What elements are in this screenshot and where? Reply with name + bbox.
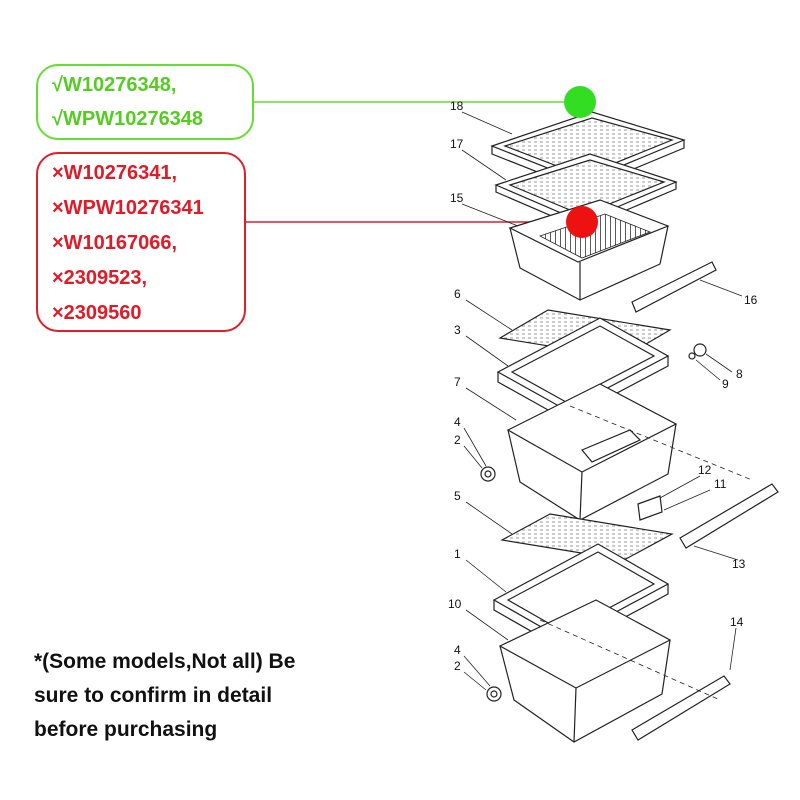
callout-14: 14 bbox=[730, 615, 744, 629]
incompatible-indicator-dot bbox=[566, 206, 598, 238]
part-4-2-knob-upper bbox=[480, 466, 496, 482]
callout-10: 10 bbox=[448, 597, 462, 611]
compatible-part-2: √WPW10276348 bbox=[52, 108, 204, 130]
part-14-rail bbox=[631, 675, 731, 741]
callout-12: 12 bbox=[698, 463, 712, 477]
incompatible-part-2: ×WPW10276341 bbox=[52, 197, 204, 219]
part-18-cover bbox=[490, 111, 686, 191]
incompatible-parts-box bbox=[36, 152, 246, 332]
callout-8: 8 bbox=[736, 367, 743, 381]
purchase-note: *(Some models,Not all) Be sure to confir… bbox=[34, 645, 364, 747]
part-4-2-knob-lower bbox=[486, 686, 502, 702]
part-3-frame bbox=[496, 317, 670, 421]
part-11-12-clip bbox=[637, 495, 663, 521]
leader-lines bbox=[461, 111, 743, 691]
compatible-part-1: √W10276348, bbox=[52, 74, 177, 96]
part-10-drawer bbox=[498, 599, 672, 743]
callout-3: 3 bbox=[454, 323, 461, 337]
incompatible-part-4: ×2309523, bbox=[52, 267, 148, 289]
callout-2: 2 bbox=[454, 433, 461, 447]
callout-4: 4 bbox=[454, 415, 461, 429]
note-line-1: *(Some models,Not all) Be bbox=[34, 650, 296, 673]
callout-18: 18 bbox=[450, 99, 464, 113]
callout-7: 7 bbox=[454, 375, 461, 389]
incompatible-part-1: ×W10276341, bbox=[52, 162, 178, 184]
part-8-9-screw bbox=[688, 343, 707, 360]
callout-16: 16 bbox=[744, 293, 758, 307]
callout-15: 15 bbox=[450, 191, 464, 205]
callout-5: 5 bbox=[454, 489, 461, 503]
note-line-3: before purchasing bbox=[34, 718, 218, 741]
compatible-indicator-dot bbox=[564, 86, 596, 118]
callout-6: 6 bbox=[454, 287, 461, 301]
callout-2-lower: 2 bbox=[454, 659, 461, 673]
alignment-lines bbox=[539, 405, 753, 701]
part-16-rail bbox=[631, 261, 717, 313]
callout-1: 1 bbox=[454, 547, 461, 561]
incompatible-part-5: ×2309560 bbox=[52, 302, 142, 324]
callout-13: 13 bbox=[732, 557, 746, 571]
note-line-2: sure to confirm in detail bbox=[34, 684, 273, 707]
callout-9: 9 bbox=[722, 377, 729, 391]
callout-11: 11 bbox=[714, 477, 727, 491]
callout-labels: 18 17 15 16 6 3 8 9 7 4 2 12 11 5 13 1 1… bbox=[448, 99, 758, 673]
incompatible-part-3: ×W10167066, bbox=[52, 232, 178, 254]
compatible-parts-box bbox=[36, 64, 254, 140]
part-13-rail bbox=[679, 483, 779, 549]
callout-4-lower: 4 bbox=[454, 643, 461, 657]
callout-17: 17 bbox=[450, 137, 464, 151]
part-17-cover-frame bbox=[494, 153, 678, 230]
